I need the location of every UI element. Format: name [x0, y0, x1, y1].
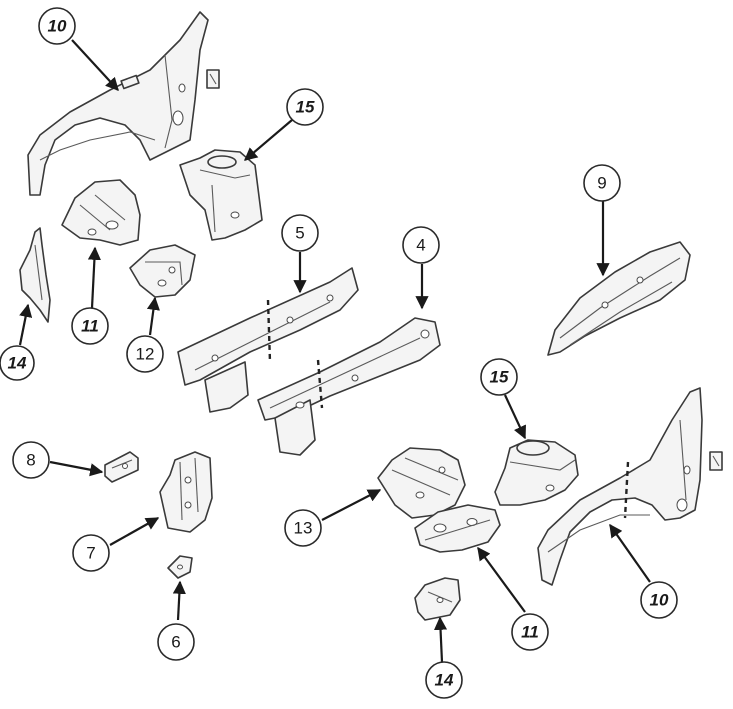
part-7-vertical-bracket: [159, 451, 213, 533]
leader-lines: [18, 39, 651, 663]
part-10-front-wing-left: [27, 11, 220, 196]
part-10-front-wing-right: [537, 387, 723, 586]
callout-12: 12: [126, 335, 164, 373]
svg-text:5: 5: [295, 224, 304, 243]
callout-14-left: 14: [0, 345, 35, 381]
svg-text:15: 15: [490, 368, 509, 387]
part-15-strut-tower-upper: [179, 149, 263, 241]
part-8-small-bracket: [104, 451, 139, 483]
callout-labels: 10 15 5 4 9 11 12 14: [0, 7, 678, 699]
callout-13: 13: [284, 509, 322, 547]
svg-text:7: 7: [86, 544, 95, 563]
leader-14a: [18, 303, 33, 346]
leader-15b: [504, 394, 526, 440]
svg-text:4: 4: [416, 236, 425, 255]
callout-15-right: 15: [480, 358, 518, 396]
part-13-cross-bracket: [377, 447, 466, 519]
svg-text:8: 8: [26, 451, 35, 470]
callout-9: 9: [583, 164, 621, 202]
svg-text:11: 11: [81, 317, 99, 336]
part-11-inner-bracket-left: [61, 179, 141, 246]
callout-10-right: 10: [640, 581, 678, 619]
svg-text:11: 11: [521, 623, 539, 642]
part-14-side-panel-lower: [414, 577, 461, 621]
leader-8: [49, 460, 104, 477]
svg-text:12: 12: [136, 345, 155, 364]
svg-text:14: 14: [8, 354, 27, 373]
svg-text:10: 10: [48, 17, 67, 36]
callout-7: 7: [72, 534, 110, 572]
svg-text:13: 13: [294, 519, 313, 538]
leader-10a: [71, 39, 119, 91]
leader-10b: [609, 523, 651, 583]
part-15-strut-tower-lower: [494, 439, 579, 506]
callout-6: 6: [157, 623, 195, 661]
leader-6: [172, 580, 186, 621]
callout-4: 4: [402, 226, 440, 264]
part-11-inner-plate-right: [414, 504, 501, 553]
callout-11-left: 11: [71, 307, 109, 345]
callout-14-bottom: 14: [425, 661, 463, 699]
svg-text:6: 6: [171, 633, 180, 652]
svg-text:10: 10: [650, 591, 669, 610]
svg-text:15: 15: [296, 98, 315, 117]
part-4-front-rail-lower: [257, 317, 441, 456]
leader-7: [109, 517, 160, 546]
callout-11-right: 11: [511, 613, 549, 651]
part-5-front-rail-upper: [177, 267, 359, 413]
callout-5: 5: [281, 214, 319, 252]
svg-text:14: 14: [435, 671, 454, 690]
part-14-side-panel-left: [19, 227, 51, 323]
part-12-mount-bracket: [129, 244, 196, 298]
leader-15a: [243, 119, 293, 161]
leader-13: [321, 489, 382, 521]
callout-15-top: 15: [286, 88, 324, 126]
leader-11b: [477, 546, 526, 613]
leader-11a: [87, 246, 101, 309]
callout-8: 8: [12, 441, 50, 479]
leader-12: [146, 296, 160, 336]
leader-14b: [433, 616, 448, 663]
part-6-clip: [167, 555, 193, 579]
callout-10-top-left: 10: [38, 7, 76, 45]
part-9-rear-rail-right: [547, 241, 691, 356]
svg-text:9: 9: [597, 174, 606, 193]
